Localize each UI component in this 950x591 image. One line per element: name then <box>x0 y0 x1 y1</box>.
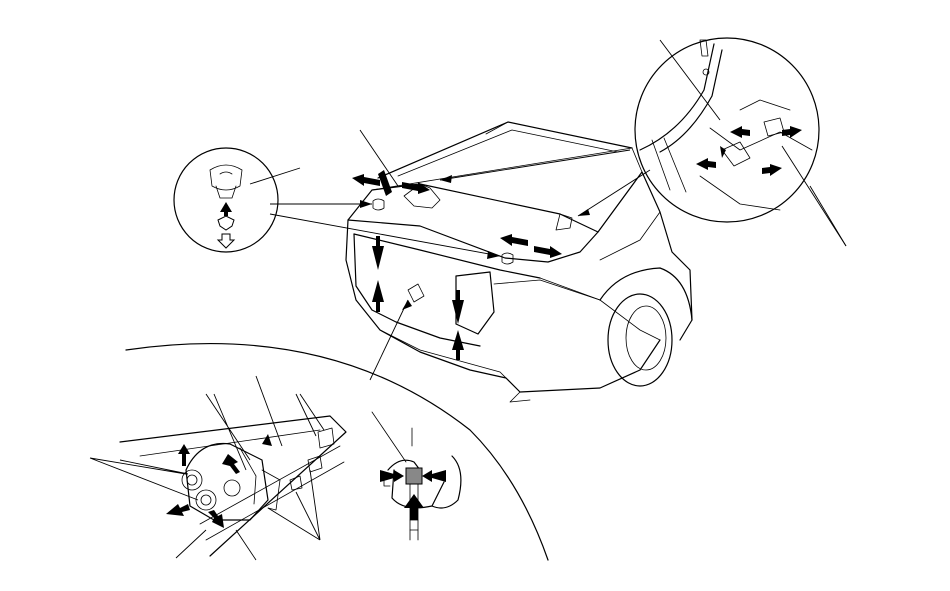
latch-location <box>407 283 425 303</box>
clip-detail-circle <box>173 147 279 253</box>
cross-arrows-right <box>500 234 562 258</box>
lock-cylinder <box>261 469 281 511</box>
latch-detail-large <box>89 343 549 561</box>
latch-bolt-1 <box>181 469 203 491</box>
harness-tube-inner <box>659 49 723 153</box>
squeeze-arrow-right <box>422 470 446 482</box>
detail-boundary-arc <box>125 343 549 561</box>
vehicle-rear-view <box>345 121 693 403</box>
harness-detail-circle <box>634 37 820 223</box>
latch-body <box>185 442 269 521</box>
latch-bolt-3 <box>223 479 241 497</box>
connector-b <box>763 117 785 137</box>
connector-a <box>721 141 751 167</box>
clip-head <box>209 164 243 191</box>
wheel-arch <box>599 267 693 321</box>
cable-end-fitting <box>405 467 423 485</box>
push-arrow-up <box>220 202 232 216</box>
rear-quarter-panel <box>597 171 693 341</box>
rear-body-lower <box>345 219 661 393</box>
rotate-arrow <box>217 215 235 231</box>
lift-arrows-left <box>372 236 384 312</box>
leader-lines <box>249 39 847 381</box>
trunk-opening-lower <box>353 233 481 347</box>
pull-arrow-down <box>216 233 236 249</box>
lift-arrows-right <box>452 290 464 360</box>
trunk-lid-outline <box>347 183 599 263</box>
clip-boss-left <box>372 198 385 211</box>
hinge-cover <box>403 183 441 209</box>
rear-wheel <box>607 293 673 387</box>
rear-window-inner <box>397 129 619 177</box>
clip-body <box>215 185 237 199</box>
harness-tube-outer <box>639 43 715 151</box>
trunk-opening-upper <box>353 233 541 279</box>
rear-wheel-hub <box>625 305 667 371</box>
cable-end-detail <box>371 411 462 541</box>
clip-boss-right <box>501 252 514 265</box>
push-arrow <box>404 494 424 520</box>
squeeze-arrow-left <box>380 470 404 482</box>
cross-arrows-top <box>352 170 430 196</box>
latch-bolt-2 <box>195 489 217 511</box>
connector-harness <box>709 127 813 151</box>
